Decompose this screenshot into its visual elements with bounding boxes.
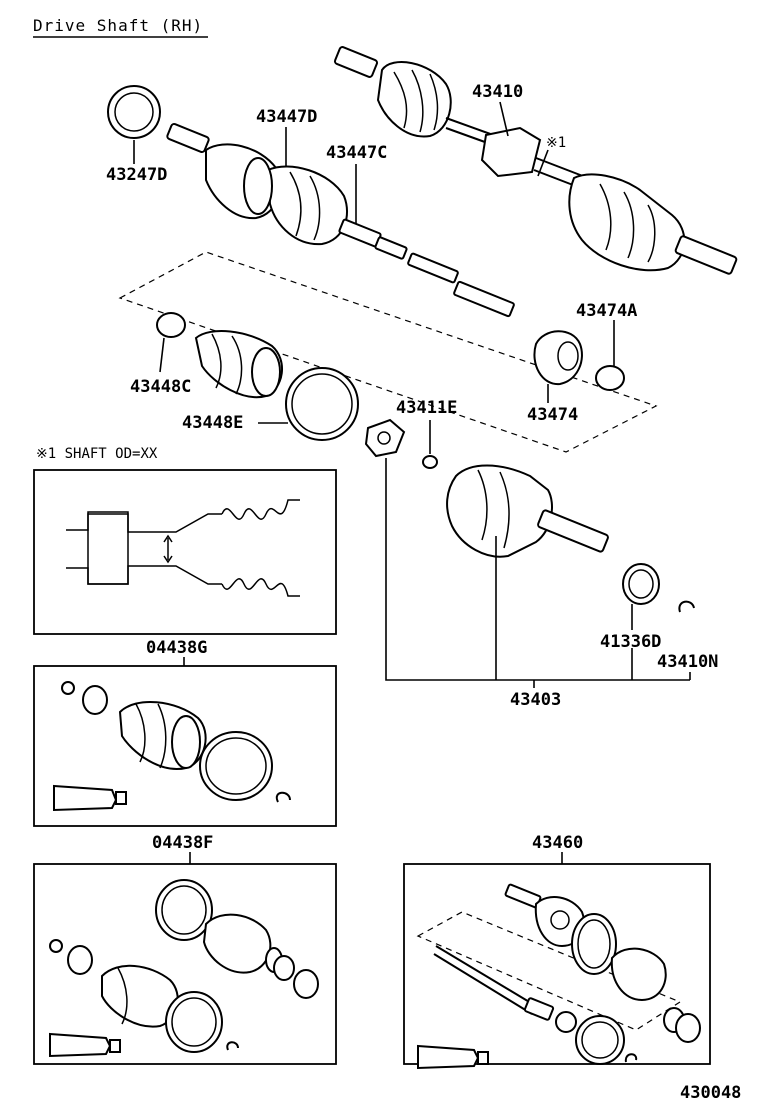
boot-clamp-icon[interactable] xyxy=(285,367,359,441)
outboard-joint-kit-43460-contents[interactable] xyxy=(433,883,701,1065)
joint-kit-dashed-outline xyxy=(416,911,682,1031)
boot-clamp-icon[interactable] xyxy=(156,312,186,338)
outboard-joint-kit-43460-box xyxy=(403,863,711,1065)
boot-icon[interactable] xyxy=(194,330,284,399)
grease-tube-icon xyxy=(417,1044,489,1070)
od-note-marker: ※1 xyxy=(546,135,566,151)
tripod-joint-icon[interactable] xyxy=(364,418,406,458)
part-label-43474: 43474 xyxy=(527,405,578,425)
part-label-43410: 43410 xyxy=(472,82,523,102)
boot-clamp-icon[interactable] xyxy=(622,563,660,605)
part-label-04438F: 04438F xyxy=(152,833,213,853)
boot-kit-dashed-outline xyxy=(118,251,658,453)
part-label-43447C: 43447C xyxy=(326,143,387,163)
boot-kit-04438F-box xyxy=(33,863,337,1065)
diagram-code: 430048 xyxy=(680,1083,741,1103)
boot-clamp-icon[interactable] xyxy=(595,365,625,391)
part-label-43448E: 43448E xyxy=(182,413,243,433)
snap-ring-icon[interactable] xyxy=(422,455,438,469)
part-label-43447D: 43447D xyxy=(256,107,317,127)
diagram-title: Drive Shaft (RH) xyxy=(33,16,203,35)
shaft-od-note: ※1 SHAFT OD=XX xyxy=(36,446,158,462)
part-label-43410N: 43410N xyxy=(657,652,718,672)
shaft-od-detail-box xyxy=(33,469,337,635)
boot-kit-04438G-contents[interactable] xyxy=(61,681,291,803)
part-label-04438G: 04438G xyxy=(146,638,207,658)
part-label-41336D: 41336D xyxy=(600,632,661,652)
part-label-43448C: 43448C xyxy=(130,377,191,397)
grease-tube-icon xyxy=(53,784,127,812)
shaft-od-detail-illustration xyxy=(66,499,300,597)
leader-43448C xyxy=(159,337,165,373)
boot-kit-04438F-contents[interactable] xyxy=(49,879,319,1053)
part-label-43474A: 43474A xyxy=(576,301,637,321)
boot-kit-04438G-box xyxy=(33,665,337,827)
snap-ring-icon[interactable] xyxy=(678,600,695,613)
grease-tube-icon xyxy=(49,1032,121,1058)
leader-43410 xyxy=(499,101,509,137)
outboard-joint-boot-icon[interactable] xyxy=(166,122,515,318)
part-label-43403: 43403 xyxy=(510,690,561,710)
leader-od-marker xyxy=(537,149,549,177)
boot-clamp-icon[interactable] xyxy=(107,85,161,139)
drive-shaft-assembly-icon[interactable] xyxy=(333,46,738,275)
leader-43403-bracket xyxy=(385,458,690,681)
part-label-43460: 43460 xyxy=(532,833,583,853)
part-label-43247D: 43247D xyxy=(106,165,167,185)
dynamic-damper-icon[interactable] xyxy=(533,330,583,386)
inboard-joint-housing-icon[interactable] xyxy=(446,464,609,558)
part-label-43411E: 43411E xyxy=(396,398,457,418)
